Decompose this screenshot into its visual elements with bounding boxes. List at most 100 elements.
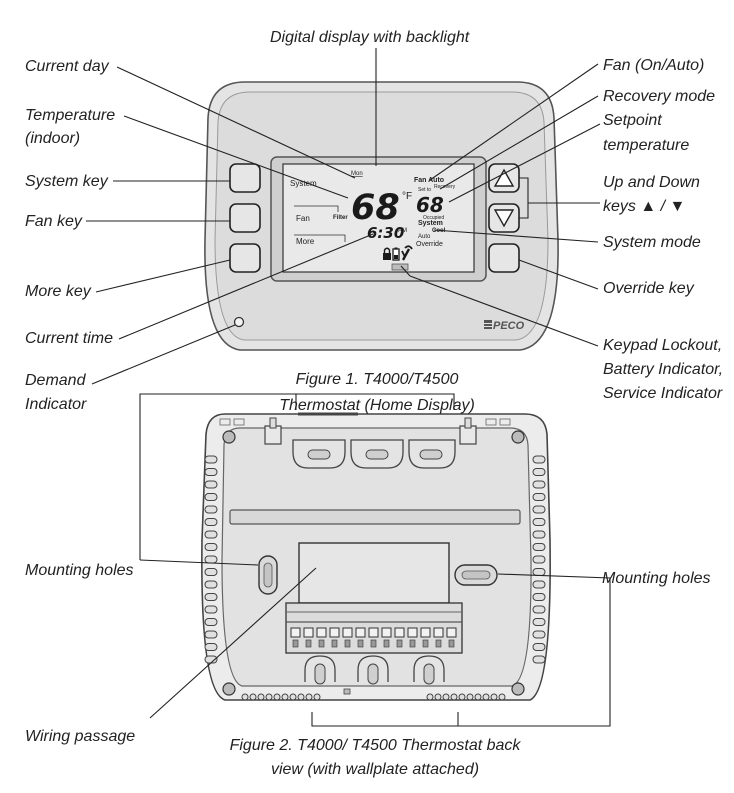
label-updown-line1: Up and Down [603,174,700,191]
label-keypad-line3: Service Indicator [603,385,723,402]
vent-slot [532,455,546,464]
vent-slot [532,468,546,476]
thermostat-front [204,81,559,351]
terminal-screw [420,627,431,638]
label-fan-mode: Fan (On/Auto) [603,57,705,74]
lcd-cool: Cool [432,228,446,234]
vent-slot [482,693,490,701]
vent-slot [204,630,218,639]
terminal-screw [381,627,392,638]
vent-slot [313,693,321,701]
lcd-set-to: Set to [418,187,431,193]
terminal-screw [394,627,405,638]
lcd-filter: Filter [333,215,348,221]
lcd-fan: Fan [296,214,310,223]
vent-slot [532,568,546,576]
vent-slot [532,630,546,639]
vent-slot [249,693,257,701]
wiring-passage-opening [298,542,450,604]
vent-slot [257,693,265,701]
more-key-shape [229,243,261,273]
vent-slot [204,605,218,614]
label-override-key: Override key [603,280,694,297]
lcd-ampm: AM [398,228,407,234]
terminal-screw [446,627,457,638]
label-temperature-line1: Temperature [25,107,116,124]
lcd-screen [282,163,475,273]
terminal-screw [433,627,444,638]
vent-slot [532,655,546,664]
vent-slot [281,693,289,701]
label-system-key: System key [25,173,108,190]
vent-slot [532,480,546,489]
vent-slot [532,493,546,501]
vent-slot [532,543,546,551]
label-digital-display: Digital display with backlight [270,29,470,46]
vent-slot [532,618,546,626]
vent-slot [474,693,482,701]
label-keypad-line1: Keypad Lockout, [603,337,723,354]
vent-slot [532,505,546,514]
vent-slot [442,693,450,701]
label-setpoint-line2: temperature [603,137,690,154]
vent-slot [204,493,218,501]
peco-logo-icon: PECO [484,320,525,332]
vent-slot [532,530,546,539]
leader-lines [86,48,611,727]
vent-slot [532,518,546,526]
vent-slot [265,693,273,701]
lcd-fan-auto: Fan Auto [414,177,444,184]
up-arrow-icon [493,168,515,187]
vent-slot [204,580,218,589]
wrench-icon [401,245,413,261]
override-key-shape [488,243,520,273]
battery-icon [392,247,400,261]
figure2-caption-line1: Figure 2. T4000/ T4500 Thermostat back [229,737,521,754]
label-fan-key: Fan key [25,213,82,230]
demand-led [233,316,245,328]
label-demand-line2: Indicator [25,396,87,413]
vent-slot [450,693,458,701]
vent-slot [204,593,218,601]
vent-slot [532,643,546,651]
vent-slot [204,618,218,626]
label-current-day: Current day [25,58,109,75]
lcd-indoor-temp: 68 [351,188,400,228]
terminal-screw [407,627,418,638]
vent-slot [458,693,466,701]
terminal-screw [303,627,314,638]
label-keypad-line2: Battery Indicator, [603,361,724,378]
vent-slot [297,693,305,701]
terminal-screw [342,627,353,638]
thermostat-back [201,412,551,701]
terminal-screw [316,627,327,638]
vent-slot [532,555,546,564]
label-wiring-passage: Wiring passage [25,728,136,745]
lcd-day: Mon [351,171,363,177]
vent-slot [434,693,442,701]
terminal-screw [290,627,301,638]
fan-key-shape [229,203,261,233]
lcd-system-mode: System [418,220,443,227]
vent-slot [204,505,218,514]
label-temperature-line2: (indoor) [25,130,81,147]
label-mounting-holes-right: Mounting holes [602,570,711,587]
vent-slot [466,693,474,701]
figure1-caption-line2: Thermostat (Home Display) [279,397,475,414]
vent-slot [204,530,218,539]
lcd-more: More [296,237,315,246]
vent-slot [289,693,297,701]
vent-slot [204,568,218,576]
lcd-unit: °F [402,191,412,202]
lcd-override: Override [416,241,443,248]
lcd-setpoint: 68 [416,193,444,217]
vent-slot [532,605,546,614]
lcd-recovery: Recovery [434,184,456,190]
label-system-mode: System mode [603,234,701,251]
vent-slot [305,693,313,701]
label-more-key: More key [25,283,91,300]
terminal-screw [368,627,379,638]
vent-slot [498,693,506,701]
